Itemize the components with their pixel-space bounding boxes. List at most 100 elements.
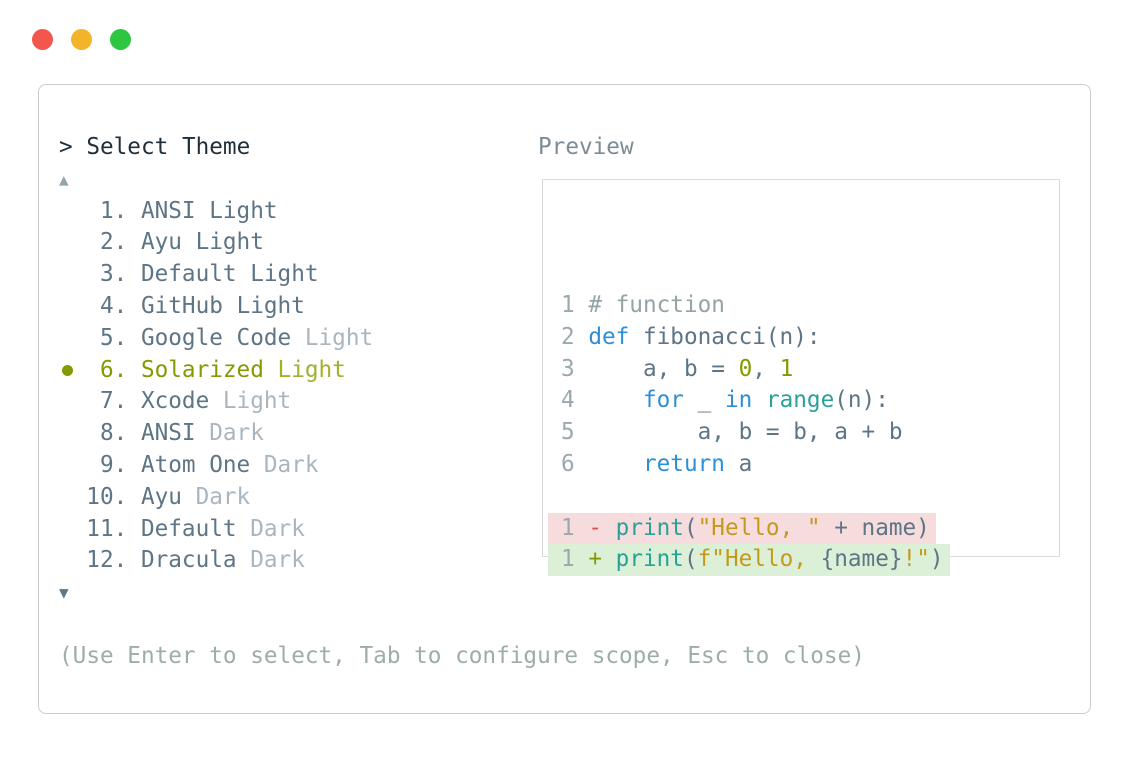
theme-name: Atom One xyxy=(140,452,251,479)
picker-title: Select Theme xyxy=(86,134,251,160)
theme-name: Default xyxy=(140,261,237,288)
theme-number: 4. xyxy=(99,293,128,320)
line-number: 4 xyxy=(561,387,589,414)
theme-name: Xcode xyxy=(140,388,210,415)
diff-highlight-added: 1 + print(f"Hello, {name}!") xyxy=(548,544,950,577)
line-number: 1 xyxy=(561,514,589,541)
code-token-function: range xyxy=(765,387,835,414)
code-token-added_sign: + xyxy=(588,546,616,573)
theme-variant: Dark xyxy=(250,547,305,574)
theme-option-default-dark[interactable]: 11. Default Dark xyxy=(39,514,570,546)
code-token-base: fibonacci(n): xyxy=(629,323,821,350)
theme-option-ayu-light[interactable]: 2. Ayu Light xyxy=(39,227,570,259)
code-token-base: {name} xyxy=(820,546,903,573)
theme-name: Dracula xyxy=(140,547,237,574)
theme-variant: Light xyxy=(209,197,278,224)
theme-variant: Dark xyxy=(263,452,319,479)
minimize-button[interactable] xyxy=(71,29,92,50)
code-token-keyword: for xyxy=(642,387,684,414)
code-token-base: , xyxy=(752,355,780,382)
code-token-base: ( xyxy=(683,514,698,541)
theme-variant: Light xyxy=(236,293,305,320)
code-token-function: print xyxy=(615,514,684,541)
theme-number: 2. xyxy=(99,229,128,256)
code-token-base: ( xyxy=(683,546,698,573)
line-number: 5 xyxy=(561,419,589,446)
theme-name: Default xyxy=(140,515,237,542)
diff-line-added: 1 + print(f"Hello, {name}!") xyxy=(548,544,1059,577)
theme-variant: Light xyxy=(304,324,374,351)
preview-label: Preview xyxy=(538,134,634,160)
theme-picker-panel: > Select Theme Preview ▲ 1. ANSI Light 2. Ayu… xyxy=(38,84,1091,714)
code-line: 1 # function xyxy=(561,290,1059,322)
theme-number: 8. xyxy=(99,420,128,447)
theme-number: 1. xyxy=(99,197,128,224)
code-token-base: ) xyxy=(929,546,944,573)
code-token-comment: # function xyxy=(588,292,725,319)
code-token-base: (n): xyxy=(834,387,889,414)
close-button[interactable] xyxy=(32,29,53,50)
theme-name: Ayu xyxy=(140,483,182,510)
theme-number: 11. xyxy=(86,515,128,542)
window-controls xyxy=(32,29,131,50)
code-token-keyword: def xyxy=(588,323,630,350)
theme-name: GitHub xyxy=(140,293,223,320)
theme-variant: Dark xyxy=(250,515,305,542)
line-number: 6 xyxy=(561,451,589,478)
theme-option-atom-one-dark[interactable]: 9. Atom One Dark xyxy=(39,450,570,482)
theme-variant: Light xyxy=(250,261,319,288)
code-token-base xyxy=(752,387,766,413)
theme-name: ANSI xyxy=(140,197,196,224)
theme-variant: Light xyxy=(195,229,264,256)
theme-number: 12. xyxy=(86,547,128,574)
code-token-base: _ xyxy=(683,387,725,414)
code-token-string: f"Hello, xyxy=(697,546,821,573)
theme-option-google-code-light[interactable]: 5. Google Code Light xyxy=(39,323,570,355)
code-line: 2 def fibonacci(n): xyxy=(561,322,1059,354)
code-token-string: !" xyxy=(902,546,930,573)
theme-option-github-light[interactable]: 4. GitHub Light xyxy=(39,291,570,323)
scroll-up-icon[interactable]: ▲ xyxy=(59,170,69,189)
line-number: 1 xyxy=(561,546,589,573)
theme-option-dracula-dark[interactable]: 12. Dracula Dark xyxy=(39,545,570,577)
theme-variant: Light xyxy=(277,356,346,383)
keyboard-hint: (Use Enter to select, Tab to configure s… xyxy=(59,643,865,669)
scroll-down-icon[interactable]: ▼ xyxy=(59,583,69,602)
theme-variant: Light xyxy=(222,388,292,415)
theme-number: 3. xyxy=(99,261,128,288)
code-line: 6 return a xyxy=(561,449,1059,481)
theme-name: Google Code xyxy=(140,324,292,351)
code-token-number: 1 xyxy=(779,355,794,382)
code-line: 3 a, b = 0, 1 xyxy=(561,354,1059,386)
picker-header: > Select Theme xyxy=(59,132,250,164)
code-token-string: "Hello, " xyxy=(697,514,821,541)
maximize-button[interactable] xyxy=(110,29,131,50)
code-token-base: a xyxy=(724,451,753,478)
theme-number: 9. xyxy=(99,452,128,479)
theme-name: Ayu xyxy=(140,229,182,256)
theme-option-ansi-light[interactable]: 1. ANSI Light xyxy=(39,196,570,228)
code-token-number: 0 xyxy=(738,355,753,382)
line-number: 3 xyxy=(561,355,589,382)
theme-number: 5. xyxy=(99,324,128,351)
code-token-keyword: return xyxy=(642,451,725,478)
code-line xyxy=(561,481,1059,513)
prompt-symbol: > xyxy=(59,134,73,160)
diff-highlight-removed: 1 - print("Hello, " + name) xyxy=(548,512,936,545)
code-token-base: a, b = b, a + b xyxy=(588,419,903,446)
diff-line-removed: 1 - print("Hello, " + name) xyxy=(548,512,1059,545)
code-token-base xyxy=(588,451,643,477)
code-token-base: + name) xyxy=(820,514,930,541)
theme-number: 10. xyxy=(86,483,128,510)
code-token-function: print xyxy=(615,546,684,573)
theme-option-default-light[interactable]: 3. Default Light xyxy=(39,259,570,291)
code-line: 5 a, b = b, a + b xyxy=(561,417,1059,449)
theme-name: Solarized xyxy=(140,356,264,383)
